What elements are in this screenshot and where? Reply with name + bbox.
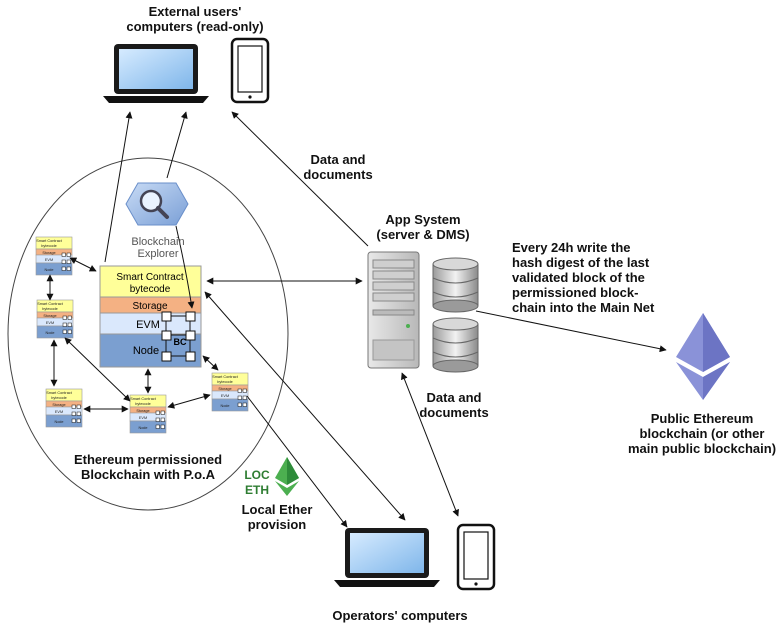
main-contract-label: Smart Contract: [116, 272, 183, 283]
main-evm-label: EVM: [136, 319, 160, 331]
peer-evm-label: EVM: [221, 394, 229, 398]
operators-label: Operators' computers: [332, 608, 468, 623]
peer-contract-label: Smart Contract: [37, 302, 63, 306]
peer-node-label: Node: [220, 404, 229, 408]
main-storage-label: Storage: [132, 301, 167, 312]
arrow-db-to-ethereum: [475, 310, 667, 353]
peer-storage-label: Storage: [218, 387, 231, 391]
laptop-icon: [103, 44, 209, 103]
peer-contract-label: bytecode: [135, 402, 150, 406]
connectors: [46, 111, 667, 528]
arrow-operators-node: [204, 291, 406, 521]
main-contract-label: bytecode: [130, 284, 171, 295]
peer-contract-label: bytecode: [51, 396, 66, 400]
external-users-label: External users' computers (read-only): [126, 4, 264, 34]
public-ethereum-label: Public Ethereum blockchain (or other mai…: [627, 411, 777, 456]
peer-contract-label: Smart Contract: [36, 239, 62, 243]
blockchain-cubes-icon: [161, 311, 196, 362]
data-documents-label: Data and documents: [303, 152, 373, 182]
local-ether-logo-icon: [275, 457, 299, 496]
peer-contract-label: bytecode: [41, 244, 56, 248]
peer-storage-label: Storage: [43, 314, 56, 318]
peer-node-label: Node: [138, 426, 147, 430]
server-icon: [367, 251, 420, 369]
arrow-server-operators-phone: [401, 372, 459, 517]
main-bc-label: BC: [174, 337, 187, 347]
peer-node-label: Node: [44, 268, 53, 272]
main-node-stack: [99, 265, 202, 368]
peer-evm-label: EVM: [45, 258, 53, 262]
database-icon: [432, 257, 479, 313]
data-documents-label: Data and documents: [419, 390, 489, 420]
hash-digest-note: Every 24h write the hash digest of the l…: [512, 240, 655, 315]
laptop-icon: [334, 528, 440, 587]
smartphone-icon: [456, 523, 496, 591]
arrow-peer-to-operators: [246, 395, 348, 528]
database-icon: [432, 317, 479, 373]
main-node-label: Node: [133, 345, 159, 357]
arrow-explorer-to-node: [175, 225, 195, 309]
peer-node-label: Node: [45, 331, 54, 335]
peer-contract-label: bytecode: [217, 380, 232, 384]
local-ether-label: Local Ether provision: [241, 502, 313, 532]
permissioned-blockchain-label: Ethereum permissioned Blockchain with P.…: [73, 452, 223, 482]
arrow-explorer-to-external-laptop: [166, 111, 188, 179]
peer-contract-label: Smart Contract: [212, 375, 238, 379]
peer-contract-label: bytecode: [42, 307, 57, 311]
peer-storage-label: Storage: [42, 251, 55, 255]
peer-evm-label: EVM: [139, 416, 147, 420]
peer-evm-label: EVM: [55, 410, 63, 414]
smartphone-icon: [230, 37, 270, 104]
blockchain-explorer-label: Blockchain Explorer: [131, 236, 185, 260]
app-system-label: App System (server & DMS): [376, 212, 470, 242]
peer-contract-label: Smart Contract: [130, 397, 156, 401]
arrow-node-to-external-laptop: [104, 111, 133, 263]
blockchain-explorer-icon: [125, 182, 189, 226]
arrow-server-to-external-phone: [231, 111, 369, 247]
loc-eth-text: LOC ETH: [244, 468, 270, 497]
ethereum-logo-icon: [676, 313, 730, 400]
peer-storage-label: Storage: [136, 409, 149, 413]
peer-node-label: Node: [54, 420, 63, 424]
peer-storage-label: Storage: [52, 403, 65, 407]
peer-evm-label: EVM: [46, 321, 54, 325]
peer-contract-label: Smart Contract: [46, 391, 72, 395]
